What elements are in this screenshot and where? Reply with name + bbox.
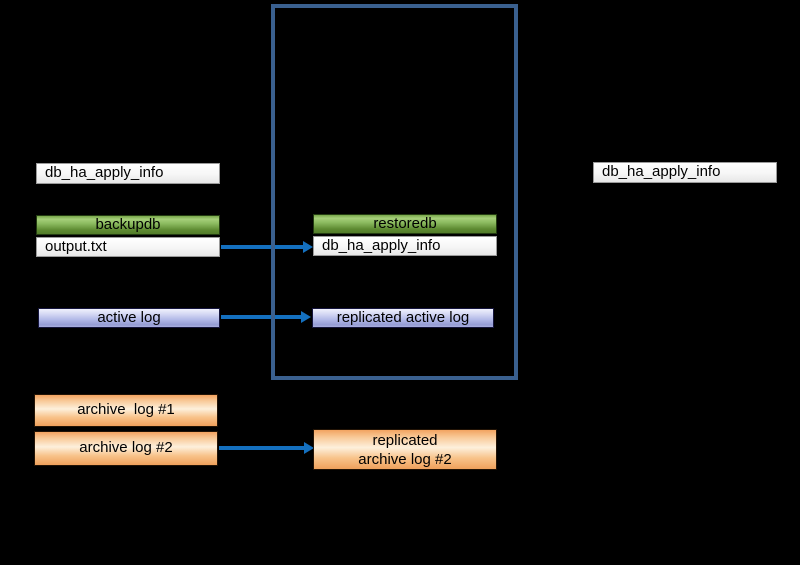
box-label: db_ha_apply_info [45,164,164,182]
box-replicated-archive-log-2: replicated archive log #2 [313,429,497,470]
arrow-head-icon [301,311,311,323]
box-label: archive log #1 [77,401,175,419]
box-label-line2: archive log #2 [358,450,452,468]
box-db-ha-apply-info-left: db_ha_apply_info [36,163,220,184]
box-db-ha-apply-info-middle: db_ha_apply_info [313,236,497,256]
box-label: restoredb [373,214,437,232]
arrow-head-icon [303,241,313,253]
arrow-active-log-to-replicated-active-log [221,311,311,323]
box-db-ha-apply-info-right: db_ha_apply_info [593,162,777,183]
box-label: backupdb [95,215,161,233]
box-restoredb: restoredb [313,214,497,234]
arrow-output-to-db-ha-apply-info [221,241,313,253]
arrow-archive-log-2-to-replicated-archive-log-2 [219,442,314,454]
box-label: active log [97,308,161,326]
arrow-shaft [221,245,304,249]
replica-container-rect [271,4,518,380]
box-label: archive log #2 [79,439,173,457]
box-label: replicated active log [336,308,470,326]
box-archive-log-2: archive log #2 [34,431,218,466]
box-replicated-active-log: replicated active log [312,308,494,328]
box-backupdb: backupdb [36,215,220,235]
arrow-shaft [219,446,305,450]
box-label: db_ha_apply_info [322,236,441,254]
arrow-shaft [221,315,302,319]
box-active-log: active log [38,308,220,328]
box-label: output.txt [45,237,107,255]
box-label: db_ha_apply_info [602,163,721,181]
arrow-head-icon [304,442,314,454]
box-output-txt: output.txt [36,237,220,257]
box-label-line1: replicated [372,431,438,449]
box-archive-log-1: archive log #1 [34,394,218,427]
